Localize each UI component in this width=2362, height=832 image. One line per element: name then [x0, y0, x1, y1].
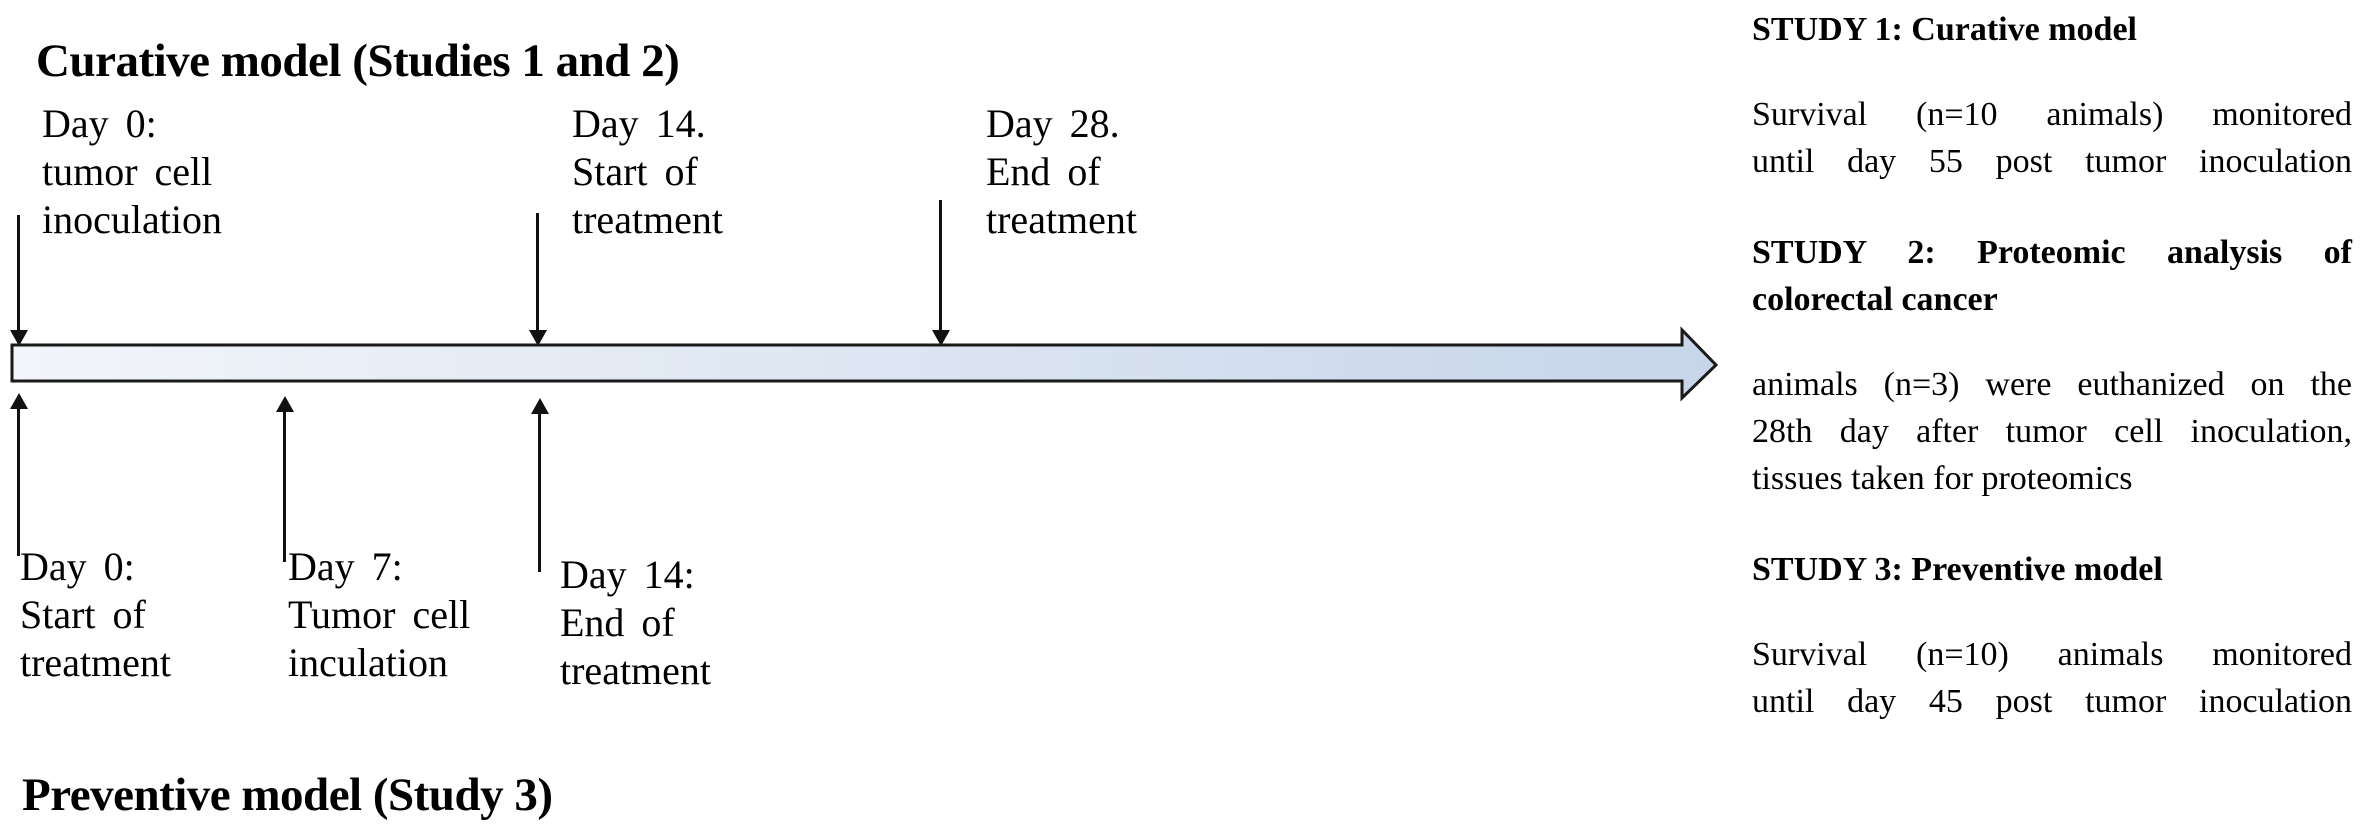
top-event-day14-label: Day 14. Start of treatment — [572, 100, 723, 244]
down-arrow-head-icon — [932, 330, 950, 346]
timeline-arrow — [10, 326, 1719, 402]
up-arrow-head-icon — [10, 393, 28, 409]
event-line: Day 14: — [560, 552, 695, 597]
event-line: treatment — [20, 640, 172, 685]
study-notes-column: STUDY 1: Curative model Survival (n=10 a… — [1752, 6, 2352, 769]
body-line: Survival (n=10 animals) monitored — [1752, 96, 2352, 133]
down-arrow-head-icon — [529, 330, 547, 346]
event-line: End of — [560, 600, 675, 645]
up-arrow-head-icon — [276, 396, 294, 412]
up-arrow-line — [283, 409, 286, 562]
event-line: Day 14. — [572, 101, 706, 146]
bottom-event-day14-label: Day 14: End of treatment — [560, 551, 711, 695]
study3-body: Survival (n=10) animals monitored until … — [1752, 631, 2352, 725]
event-line: Day 0: — [20, 544, 135, 589]
body-line: until day 45 post tumor inoculation — [1752, 683, 2352, 720]
down-arrow-line — [939, 200, 942, 333]
body-line: animals (n=3) were euthanized on the — [1752, 366, 2352, 403]
body-line: until day 55 post tumor inoculation — [1752, 143, 2352, 180]
study2-heading: STUDY 2: Proteomic analysis of colorecta… — [1752, 229, 2352, 323]
bottom-event-day0-label: Day 0: Start of treatment — [20, 543, 171, 687]
heading-line: STUDY 1: Curative model — [1752, 11, 2137, 48]
event-line: Day 7: — [288, 544, 403, 589]
study1-body: Survival (n=10 animals) monitored until … — [1752, 91, 2352, 185]
event-line: End of — [986, 149, 1101, 194]
study1-heading: STUDY 1: Curative model — [1752, 6, 2352, 53]
event-line: tumor cell — [42, 149, 213, 194]
up-arrow-line — [17, 406, 20, 556]
body-line: Survival (n=10) animals monitored — [1752, 636, 2352, 673]
body-line: 28th day after tumor cell inoculation, — [1752, 413, 2352, 450]
up-arrow-head-icon — [531, 398, 549, 414]
event-line: treatment — [572, 197, 724, 242]
event-line: treatment — [986, 197, 1138, 242]
event-line: Day 0: — [42, 101, 157, 146]
down-arrow-line — [17, 215, 20, 333]
event-line: Start of — [20, 592, 146, 637]
heading-line: colorectal cancer — [1752, 281, 1998, 318]
event-line: inoculation — [42, 197, 222, 242]
bottom-event-day7-label: Day 7: Tumor cell inculation — [288, 543, 470, 687]
heading-line: STUDY 2: Proteomic analysis of — [1752, 234, 2352, 271]
timeline-arrow-shape — [10, 326, 1719, 402]
up-arrow-line — [538, 411, 541, 572]
down-arrow-line — [536, 213, 539, 333]
event-line: Start of — [572, 149, 698, 194]
study3-heading: STUDY 3: Preventive model — [1752, 546, 2352, 593]
body-line: tissues taken for proteomics — [1752, 460, 2133, 497]
event-line: Day 28. — [986, 101, 1120, 146]
heading-line: STUDY 3: Preventive model — [1752, 551, 2163, 588]
event-line: treatment — [560, 648, 712, 693]
event-line: Tumor cell — [288, 592, 471, 637]
top-event-day28-label: Day 28. End of treatment — [986, 100, 1137, 244]
top-event-day0-label: Day 0: tumor cell inoculation — [42, 100, 222, 244]
study2-body: animals (n=3) were euthanized on the 28t… — [1752, 361, 2352, 502]
preventive-model-title: Preventive model (Study 3) — [22, 769, 553, 821]
curative-model-title: Curative model (Studies 1 and 2) — [36, 35, 680, 87]
down-arrow-head-icon — [10, 330, 28, 346]
event-line: inculation — [288, 640, 448, 685]
